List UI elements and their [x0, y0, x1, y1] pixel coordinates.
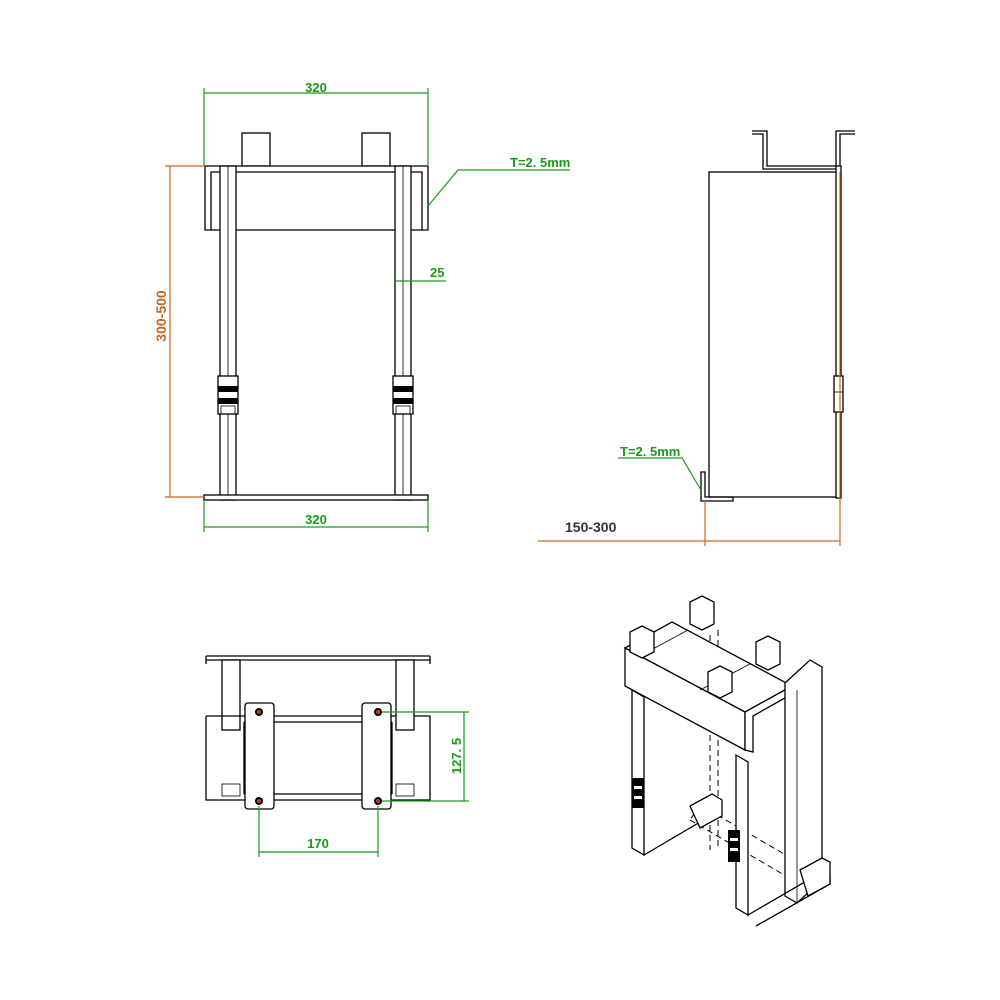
- iso-buckle: [728, 830, 740, 862]
- iso-post: [689, 595, 715, 631]
- side-bottom-bracket: [700, 471, 734, 502]
- isometric-view: [623, 595, 831, 927]
- iso-post: [707, 665, 733, 699]
- front-top-post-left: [241, 132, 271, 167]
- side-dimensions: T=2. 5mm 150-300: [538, 172, 841, 546]
- front-top-width-label: 320: [305, 80, 327, 95]
- hole-spacing-x-label: 170: [307, 836, 329, 851]
- iso-post: [629, 625, 655, 659]
- front-dimensions: 320 320 300-500 T=2. 5mm 25: [153, 80, 570, 532]
- top-view-plate-right: [361, 702, 392, 810]
- top-view: [205, 655, 431, 810]
- strap-width-label: 25: [430, 265, 444, 280]
- side-depth-label: 150-300: [565, 519, 617, 535]
- top-view-support-left: [221, 659, 241, 731]
- front-top-post-right: [361, 132, 391, 167]
- front-bottom-width-label: 320: [305, 512, 327, 527]
- front-height-label: 300-500: [153, 290, 169, 342]
- front-left-buckle: [217, 375, 239, 415]
- iso-buckle: [632, 778, 644, 808]
- side-top-bracket: [752, 130, 855, 167]
- front-bottom-plate: [203, 494, 429, 501]
- iso-strap-left-front: [631, 688, 645, 857]
- front-view: [203, 132, 429, 501]
- iso-bottom-bracket: [689, 793, 723, 829]
- side-equipment-body: [708, 171, 838, 498]
- side-thickness-label: T=2. 5mm: [620, 444, 680, 459]
- top-dimensions: 170 127. 5: [258, 711, 469, 857]
- top-view-support-right: [395, 659, 415, 731]
- side-buckle: [833, 375, 844, 413]
- iso-bottom-bracket: [799, 857, 831, 897]
- side-view: [700, 130, 855, 502]
- front-right-buckle: [392, 375, 414, 415]
- front-top-bracket: [204, 165, 429, 231]
- top-view-plate-left: [244, 702, 275, 810]
- front-thickness-label: T=2. 5mm: [510, 155, 570, 170]
- iso-post: [755, 635, 781, 671]
- top-view-base: [205, 715, 431, 801]
- hole-spacing-y-label: 127. 5: [449, 738, 464, 774]
- side-rear-strap: [835, 165, 842, 499]
